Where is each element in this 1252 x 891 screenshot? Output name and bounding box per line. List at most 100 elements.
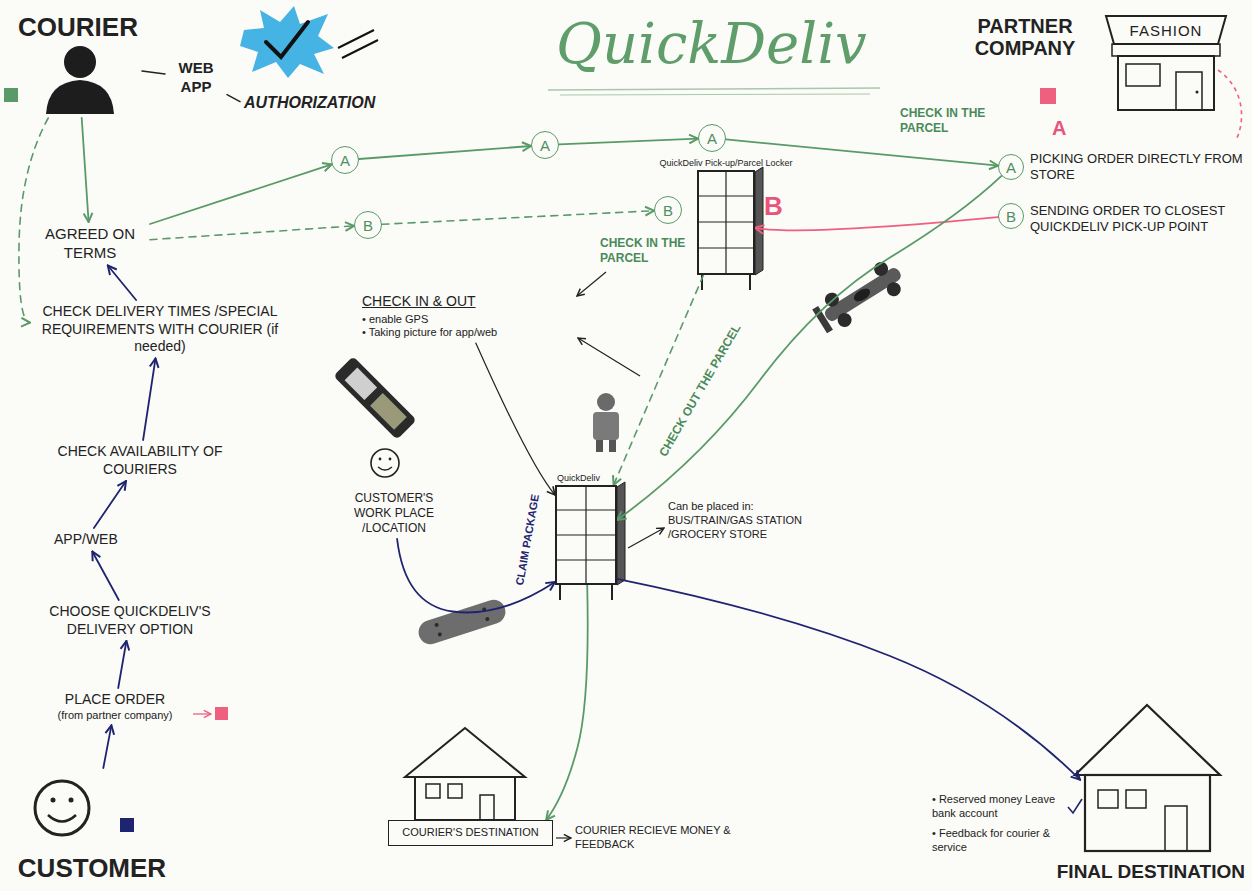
node-text: AUTHORIZATION (244, 93, 375, 113)
house-window (448, 784, 462, 798)
smiley-eye (51, 798, 56, 803)
locker-grid (697, 247, 755, 248)
smiley-face (35, 781, 89, 835)
node-text: (from partner company) (44, 709, 186, 723)
locker-side (755, 167, 763, 275)
store-body (1118, 56, 1214, 110)
flow-arrow (559, 139, 698, 145)
bullet-note: • Feedback for courier & service (932, 827, 1072, 855)
locker-leg (749, 275, 751, 290)
node-text: B (663, 203, 673, 218)
node-text: WEB APP (169, 59, 223, 97)
car-wheel (835, 310, 854, 329)
store-door (1176, 72, 1202, 110)
actor-node: PARTNER COMPANY (958, 12, 1092, 62)
node-text: • enable GPS (362, 313, 566, 327)
smiley-mouth (48, 815, 76, 822)
option-letter: A (1052, 116, 1066, 141)
step-text: CHOOSE QUICKDELIV'S DELIVERY OPTION (30, 600, 230, 641)
flow-arrow (617, 579, 1080, 780)
house-door (480, 795, 494, 820)
smiley-face (371, 449, 399, 477)
flow-arrow (94, 481, 126, 528)
skateboard-bolt (434, 622, 439, 627)
route-circle: A (331, 146, 359, 174)
house-shape: FINAL DESTINATION (1080, 705, 1215, 853)
node-text: FASHION (1114, 21, 1218, 41)
leader-arrow (193, 713, 211, 714)
step-note: CHECK IN THE PARCEL (900, 106, 994, 136)
title-underline (548, 88, 880, 90)
flow-arrow (546, 585, 588, 820)
flow-arrow (150, 226, 354, 240)
node-text: A (707, 131, 717, 146)
motion-stroke (342, 40, 378, 58)
leader-arrow (577, 272, 606, 296)
callout-note: COURIER RECIEVE MONEY & FEEDBACK (575, 824, 765, 852)
option-circle: B (998, 203, 1024, 229)
house-door (1165, 806, 1187, 851)
store-window (1126, 64, 1160, 86)
node-text: CUSTOMER'S WORK PLACE /LOCATION (339, 491, 449, 536)
parcel-locker: QuickDeliv (555, 485, 617, 585)
race-car (810, 256, 910, 338)
flow-arrow (103, 725, 111, 768)
step-note: CHECK IN THE PARCEL (600, 236, 694, 266)
flow-arrow (617, 176, 1002, 520)
node-text: PLACE ORDER (44, 691, 186, 709)
destination-box: COURIER'S DESTINATION (388, 820, 553, 846)
flow-arrow (382, 211, 654, 225)
flow-arrow (19, 118, 48, 323)
node-text: FINAL DESTINATION (1057, 860, 1245, 884)
title-underline (560, 94, 870, 95)
flow-arrow (142, 71, 165, 74)
leader-arrow (628, 528, 664, 548)
smiley-mouth (378, 467, 392, 470)
smiley-eye (389, 458, 392, 461)
robot-body (593, 412, 619, 440)
node-text: CHECK DELIVERY TIMES /SPECIAL REQUIREMEN… (34, 303, 286, 356)
flow-arrow (143, 359, 155, 441)
paint-splash (240, 6, 334, 78)
phone-body (333, 356, 416, 439)
house-window (1126, 790, 1146, 808)
flow-arrow (359, 146, 531, 159)
location-text: CUSTOMER'S WORK PLACE /LOCATION (335, 488, 453, 539)
actor-node: COURIER (14, 8, 142, 118)
route-circle: A (531, 131, 559, 159)
node-text: A (540, 138, 550, 153)
robot-figure (593, 393, 619, 452)
node-text: A (340, 153, 350, 168)
phone-keys (370, 393, 407, 430)
store-awning (1112, 44, 1220, 56)
color-key-square (4, 88, 18, 102)
node-text: A (1006, 160, 1016, 175)
flow-arrow (476, 343, 555, 495)
flow-arrow (227, 95, 240, 102)
courier-head (64, 46, 96, 78)
node-text: QuickDeliv Pick-up/Parcel Locker (659, 158, 792, 169)
actor-node: CUSTOMER (12, 768, 172, 886)
node-text: B (363, 218, 373, 233)
locker-grid (555, 509, 617, 510)
route-circle: A (698, 124, 726, 152)
robot-head (597, 393, 615, 411)
locker-side (617, 482, 625, 585)
node-text: AGREED ON TERMS (34, 225, 146, 263)
flow-arrow (108, 266, 136, 301)
house-window (1098, 790, 1118, 808)
house-wall (1085, 775, 1210, 851)
locker-leg (611, 585, 613, 600)
pink-dashed-link (1218, 70, 1242, 140)
check-mark (266, 22, 308, 57)
color-key-square (215, 707, 228, 720)
node-text: CHECK IN & OUT (362, 293, 566, 311)
node-text: • Taking picture for app/web (362, 326, 566, 340)
locker-grid (555, 534, 617, 535)
phone-screen (345, 368, 378, 401)
node-text: APP/WEB (54, 531, 118, 549)
locker-leg (559, 585, 561, 600)
option-text: SENDING ORDER TO CLOSEST QUICKDELIV PICK… (1030, 203, 1244, 236)
locker-grid (555, 559, 617, 560)
house-window (426, 784, 440, 798)
